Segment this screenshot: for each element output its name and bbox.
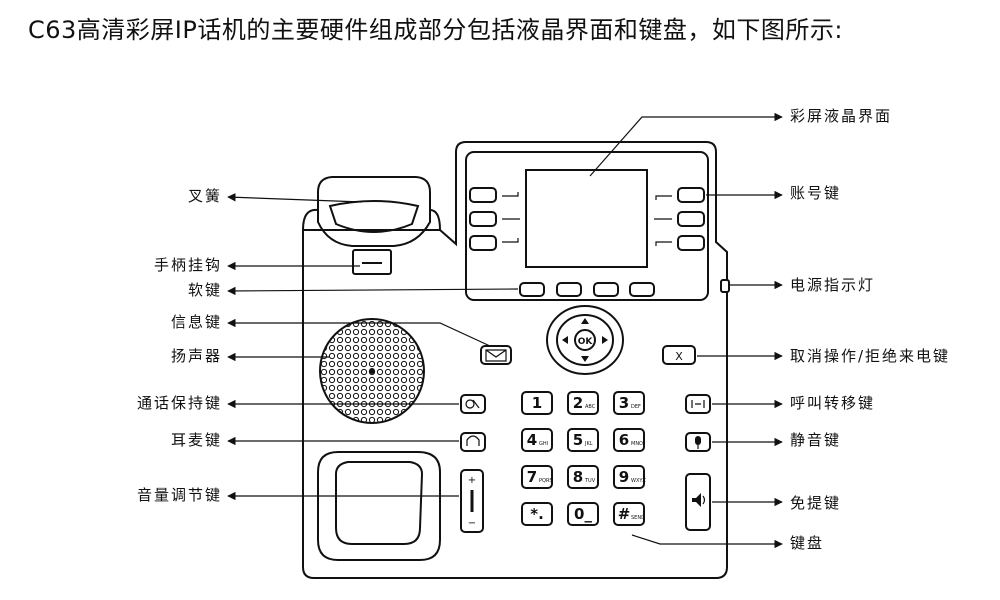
keypad-key-label: *.: [530, 505, 544, 523]
keypad-key-10[interactable]: *.: [521, 502, 553, 526]
nav-right-icon: [602, 336, 608, 344]
handset-rest: [317, 451, 441, 561]
account-key-r3[interactable]: [677, 235, 705, 251]
volume-minus: −: [468, 518, 476, 529]
cancel-x-label: X: [675, 350, 683, 363]
nav-down-icon: [581, 356, 589, 362]
soft-key-3[interactable]: [593, 282, 619, 297]
keypad-key-label: 9: [619, 468, 629, 486]
lcd-screen: [525, 169, 648, 268]
keypad-key-label: 7: [527, 468, 537, 486]
label-mute-key: 静音键: [790, 431, 842, 449]
account-key-r2[interactable]: [677, 211, 705, 227]
hold-icon: [465, 399, 475, 409]
ok-label: OK: [578, 337, 594, 347]
mute-mic-icon: [695, 436, 701, 445]
transfer-icon: [691, 400, 705, 408]
keypad-key-11[interactable]: 0_: [567, 502, 599, 526]
label-power-led: 电源指示灯: [790, 276, 876, 294]
account-key-r1[interactable]: [677, 187, 705, 203]
hook-switch: [328, 200, 420, 233]
hold-key[interactable]: [460, 394, 486, 414]
volume-plus: +: [468, 475, 476, 486]
keypad-key-sublabel: SEND: [631, 515, 645, 521]
ok-button[interactable]: [574, 329, 596, 351]
keypad-key-label: 3: [619, 394, 629, 412]
keypad-key-label: 5: [573, 431, 583, 449]
label-headset-key: 耳麦键: [170, 431, 222, 449]
keypad-key-sublabel: TUV: [584, 478, 596, 484]
label-handset-hook: 手柄挂钩: [153, 256, 222, 274]
account-key-l1[interactable]: [469, 187, 497, 203]
keypad-key-sublabel: DEF: [631, 404, 641, 410]
headset-icon: [466, 435, 480, 446]
label-transfer-key: 呼叫转移键: [790, 394, 876, 412]
nav-up-icon: [581, 318, 589, 324]
keypad-key-1[interactable]: 1: [521, 391, 553, 415]
keypad-key-label: 0_: [574, 505, 592, 523]
label-keypad: 键盘: [790, 534, 825, 552]
keypad-key-sublabel: ABC: [585, 404, 596, 410]
label-speaker: 扬声器: [170, 347, 222, 365]
soft-key-4[interactable]: [629, 282, 655, 297]
power-led: [720, 279, 730, 293]
keypad-key-label: 2: [573, 394, 583, 412]
soft-key-2[interactable]: [556, 282, 582, 297]
keypad-key-12[interactable]: #SEND: [613, 502, 645, 526]
cradle: [317, 176, 431, 247]
keypad-key-label: 8: [573, 468, 583, 486]
keypad-key-sublabel: PQRS: [539, 478, 553, 484]
keypad-key-sublabel: WXYZ: [631, 478, 646, 484]
account-key-l2[interactable]: [469, 211, 497, 227]
label-hold-key: 通话保持键: [136, 394, 222, 412]
keypad-key-label: #: [618, 505, 631, 523]
speaker-icon: [692, 493, 701, 507]
label-volume-key: 音量调节键: [136, 486, 222, 504]
label-hook: 叉簧: [187, 187, 222, 205]
cancel-key[interactable]: [662, 345, 696, 365]
label-soft-keys: 软键: [187, 281, 222, 299]
label-message-key: 信息键: [170, 313, 222, 331]
keypad-key-sublabel: GHI: [539, 441, 548, 447]
keypad-key-sublabel: MNO: [631, 441, 643, 447]
label-cancel-key: 取消操作/拒绝来电键: [790, 347, 951, 365]
keypad-key-label: 6: [619, 431, 629, 449]
label-lcd: 彩屏液晶界面: [790, 107, 893, 125]
page-heading: C63高清彩屏IP话机的主要硬件组成部分包括液晶界面和键盘，如下图所示:: [28, 16, 843, 44]
account-key-l3[interactable]: [469, 235, 497, 251]
label-account-keys: 账号键: [790, 184, 842, 202]
keypad-key-label: 1: [532, 394, 542, 412]
phone-body: [302, 141, 728, 579]
headset-key[interactable]: [460, 432, 486, 452]
nav-left-icon: [562, 336, 568, 344]
keypad-key-label: 4: [527, 431, 537, 449]
soft-key-1[interactable]: [519, 282, 545, 297]
label-handsfree-key: 免提键: [790, 494, 842, 512]
keypad-key-sublabel: JKL: [584, 441, 593, 447]
